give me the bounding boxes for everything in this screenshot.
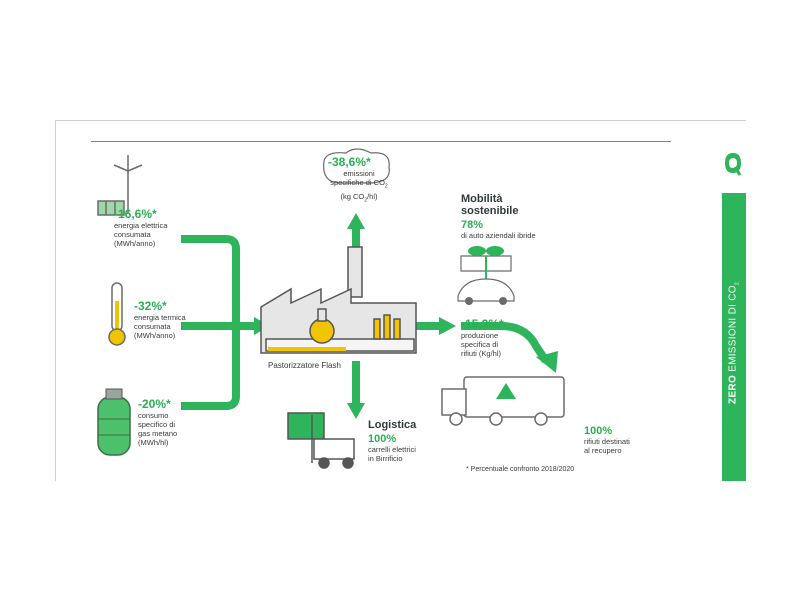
arrow-down-logistics <box>347 403 365 419</box>
sidebar-band: ZERO EMISSIONI DI CO2 <box>722 193 746 481</box>
recovery-pct: 100% <box>584 425 613 437</box>
waste-prod-desc-2: specifica di <box>461 340 499 349</box>
arrow-up-co2 <box>347 213 365 229</box>
energy-desc-3: (MWh/anno) <box>114 239 156 248</box>
gas-desc-4: (MWh/hl) <box>138 438 169 447</box>
wind-turbine-solar-icon <box>97 155 143 216</box>
thermal-desc: energia termica consumata (MWh/anno) <box>134 313 186 340</box>
gas-cylinder-icon <box>97 388 131 456</box>
recovery-desc: rifiuti destinati al recupero <box>584 437 630 455</box>
garbage-truck-icon <box>441 376 565 426</box>
co2-desc-2: specifiche di CO2 <box>330 178 388 190</box>
brand-logo-icon <box>725 153 742 176</box>
infographic-board: -16,6%* energia elettrica consumata (MWh… <box>55 120 746 481</box>
arrow-to-right <box>439 317 456 335</box>
logistics-desc-2: in Birrificio <box>368 454 403 463</box>
mobility-title: Mobilità sostenibile <box>461 193 518 217</box>
gas-desc: consumo specifico di gas metano (MWh/hl) <box>138 411 177 447</box>
recovery-desc-2: al recupero <box>584 446 622 455</box>
logistics-desc-1: carrelli elettrici <box>368 445 416 454</box>
logistics-pct: 100% <box>368 433 397 445</box>
sidebar-title: ZERO EMISSIONI DI CO2 <box>728 282 741 404</box>
flow-diagram <box>97 148 565 469</box>
gas-desc-3: gas metano <box>138 429 178 438</box>
factory-label: Pastorizzatore Flash <box>268 361 341 370</box>
energy-desc: energia elettrica consumata (MWh/anno) <box>114 221 167 248</box>
top-divider <box>91 141 671 142</box>
co2-pct: -38,6%* <box>328 155 371 169</box>
forklift-icon <box>287 412 355 469</box>
co2-cloud-icon <box>323 148 390 184</box>
sidebar-title-sub: 2 <box>734 282 741 286</box>
co2-desc-1: emissioni <box>343 169 375 178</box>
gas-desc-1: consumo <box>138 411 169 420</box>
co2-desc-3: (kg CO2/hl) <box>340 191 378 204</box>
waste-prod-desc-1: produzione <box>461 331 499 340</box>
energy-desc-1: energia elettrica <box>114 221 168 230</box>
footnote: * Percentuale confronto 2018/2020 <box>466 466 575 473</box>
gas-desc-2: specifico di <box>138 420 176 429</box>
energy-desc-2: consumata <box>114 230 151 239</box>
mobility-desc: di auto aziendali ibride <box>461 231 536 240</box>
mobility-pct: 78% <box>461 219 484 231</box>
mobility-title-2: sostenibile <box>461 205 519 217</box>
energy-pct: -16,6%* <box>114 207 157 221</box>
waste-prod-pct: -15,3%* <box>461 317 504 331</box>
logistics-desc: carrelli elettrici in Birrificio <box>368 445 416 463</box>
logistics-title: Logistica <box>368 419 417 431</box>
waste-prod-desc-3: rifiuti (Kg/hl) <box>461 349 502 358</box>
sidebar-title-text: EMISSIONI DI CO <box>727 285 739 375</box>
mobility-title-1: Mobilità <box>461 193 503 205</box>
sidebar-title-bold: ZERO <box>727 374 739 404</box>
thermometer-icon <box>108 282 126 346</box>
factory-icon <box>260 246 417 354</box>
plant-car-icon <box>457 246 515 305</box>
arrow-to-truck <box>536 351 558 373</box>
gas-pct: -20%* <box>138 397 171 411</box>
thermal-pct: -32%* <box>134 299 167 313</box>
connector-to-truck <box>461 322 550 364</box>
co2-desc: emissioni specifiche di CO2 (kg CO2/hl) <box>326 169 392 205</box>
thermal-desc-3: (MWh/anno) <box>134 331 176 340</box>
thermal-desc-1: energia termica <box>134 313 186 322</box>
recovery-desc-1: rifiuti destinati <box>584 437 630 446</box>
waste-prod-desc: produzione specifica di rifiuti (Kg/hl) <box>461 331 501 358</box>
thermal-desc-2: consumata <box>134 322 171 331</box>
